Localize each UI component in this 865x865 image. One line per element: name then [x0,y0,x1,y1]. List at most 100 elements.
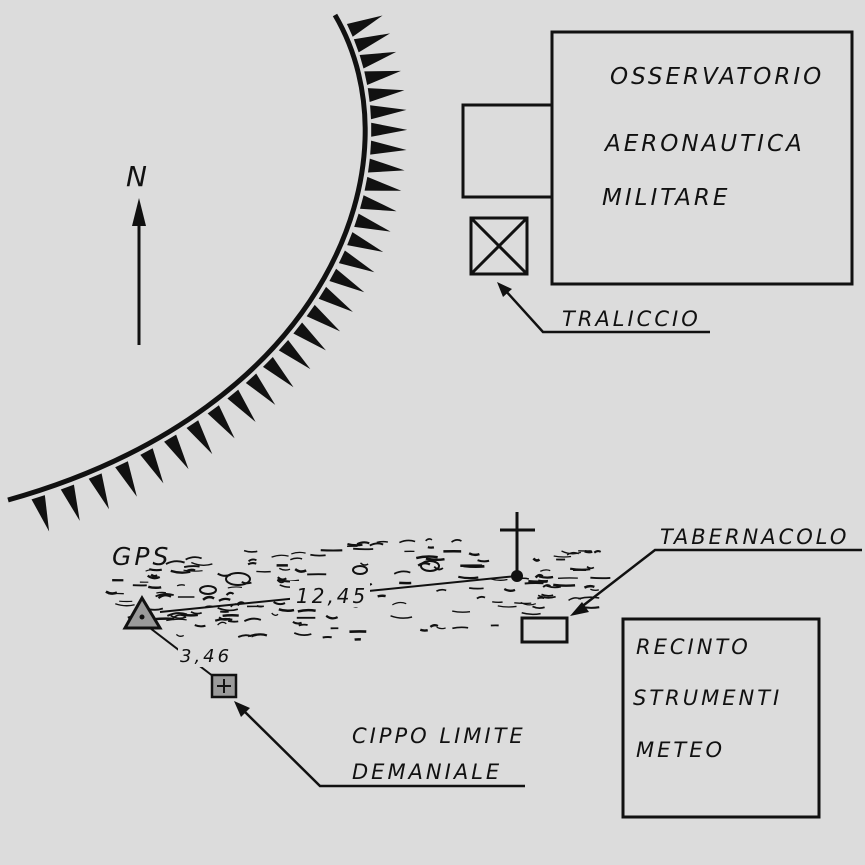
vegetation-mark [429,624,439,628]
vegetation-mark [546,585,562,589]
hachure-mark [318,286,353,312]
vegetation-mark [458,575,479,580]
vegetation-mark [217,621,227,626]
vegetation-mark [586,565,595,570]
vegetation-mark [218,597,231,602]
north-label: N [126,160,150,193]
vegetation-mark [150,573,158,578]
vegetation-mark [157,594,172,599]
vegetation-mark [417,561,431,567]
hachure-mark [207,405,235,439]
vegetation-mark [393,570,411,575]
vegetation-mark [578,596,600,600]
vegetation-mark [292,620,303,625]
boundary-marker-label-line1: CIPPO LIMITE [352,724,526,748]
north-arrow [132,198,146,345]
vegetation-mark [542,584,551,588]
vegetation-mark [271,554,289,558]
vegetation-mark [271,612,279,616]
hachure-mark [227,389,256,422]
hachure-mark [115,461,137,497]
vegetation-mark [156,591,167,594]
observatory-building [461,30,854,286]
vegetation-mark [359,562,369,566]
distance-cross-label: 12,45 [296,584,368,608]
vegetation-mark [521,612,541,616]
vegetation-mark [166,618,187,622]
vegetation-mark [593,550,602,554]
hachure-mark [359,195,397,212]
vegetation-mark [277,578,300,583]
vegetation-mark [369,542,384,547]
hachure-mark [347,232,384,253]
hachure-mark [354,213,391,232]
vegetation-mark [376,540,389,544]
vegetation-mark [172,614,186,619]
boundary-marker-leader [234,701,525,788]
vegetation-mark [425,557,445,561]
vegetation-mark [297,608,316,613]
vegetation-mark [415,555,438,560]
vegetation-mark [155,593,174,598]
tower-icon [469,216,529,276]
vegetation-mark [290,557,303,561]
vegetation-mark [310,553,326,557]
vegetation-mark [390,615,413,619]
vegetation-bush [199,585,217,595]
vegetation-mark [183,565,200,569]
escarpment-hachures [31,15,408,532]
vegetation-mark [583,584,595,589]
hachure-mark [262,356,294,388]
vegetation-mark [433,566,444,571]
gps-label: GPS [112,542,171,571]
vegetation-mark [538,575,554,579]
vegetation-mark [247,562,257,566]
vegetation-mark [436,626,446,630]
vegetation-mark [476,595,486,600]
vegetation-mark [273,601,286,606]
vegetation-mark [214,617,233,622]
vegetation-mark [194,624,206,628]
vegetation-mark [237,634,252,638]
hachure-mark [186,420,213,455]
vegetation-mark [298,623,308,627]
vegetation-mark [183,569,203,572]
hachure-mark [60,484,80,521]
tabernacle-label: TABERNACOLO [660,525,849,549]
vegetation-mark [377,594,386,598]
gps-point-icon [122,595,163,630]
hachure-mark [359,51,397,69]
vegetation-mark [532,605,545,610]
weather-enclosure-label-line2: STRUMENTI [633,686,782,710]
vegetation-mark [451,539,462,543]
vegetation-mark [553,555,572,558]
hachure-mark [329,268,365,293]
vegetation-mark [243,549,258,553]
weather-enclosure-label-line1: RECINTO [636,635,751,659]
vegetation-mark [165,560,185,565]
hachure-mark [367,88,405,102]
hachure-mark [367,158,405,173]
vegetation-mark [170,614,187,620]
vegetation-mark [532,557,541,562]
vegetation-mark [469,587,484,590]
vegetation-mark [561,550,582,555]
vegetation-mark [590,576,611,580]
vegetation-mark [534,573,544,579]
vegetation-mark [392,601,407,606]
hachure-mark [293,322,326,351]
vegetation-mark [145,569,155,572]
hachure-mark [338,250,375,273]
hachure-mark [306,304,341,332]
vegetation-mark [503,587,516,592]
vegetation-mark [477,559,490,563]
vegetation-mark [190,611,202,615]
vegetation-mark [553,583,576,587]
vegetation-mark [590,588,599,592]
vegetation-mark [278,567,291,571]
vegetation-mark [294,568,307,573]
hachure-mark [164,434,189,470]
vegetation-mark [537,594,556,599]
tabernacle-icon [520,616,569,644]
